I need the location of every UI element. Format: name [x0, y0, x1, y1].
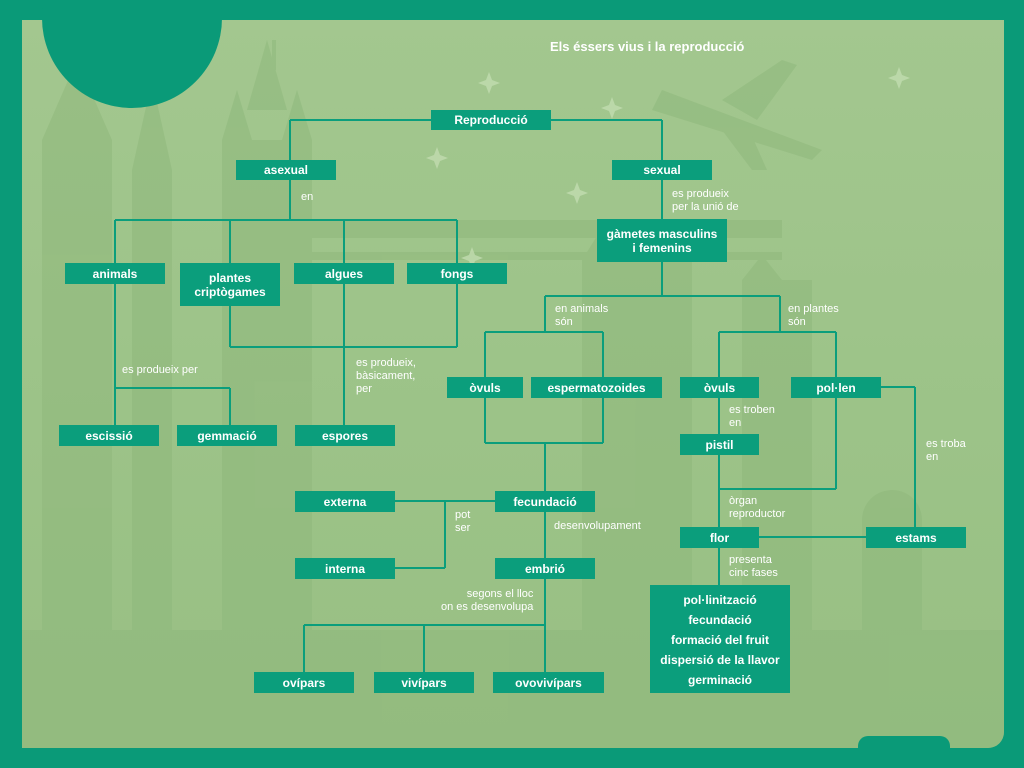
- label-en-plantes-son: en plantes són: [788, 303, 839, 328]
- node-flor: flor: [680, 527, 759, 548]
- node-asexual: asexual: [236, 160, 336, 180]
- label-desenvolupament: desenvolupament: [554, 520, 641, 532]
- node-pollen: pol·len: [791, 377, 881, 398]
- bottom-tab: [858, 736, 950, 766]
- node-pistil: pistil: [680, 434, 759, 455]
- node-gemmacio: gemmació: [177, 425, 277, 446]
- node-reproduccio: Reproducció: [431, 110, 551, 130]
- label-es-produeix-unio: es produeix per la unió de: [672, 188, 739, 213]
- node-gametes: gàmetes masculins i femenins: [597, 219, 727, 262]
- node-ovuls-animals: òvuls: [447, 377, 523, 398]
- node-algues: algues: [294, 263, 394, 284]
- node-escissio: escissió: [59, 425, 159, 446]
- label-en-animals-son: en animals són: [555, 303, 609, 328]
- node-ovipars: ovípars: [254, 672, 354, 693]
- phase-item: formació del fruit: [670, 633, 769, 647]
- node-animals: animals: [65, 263, 165, 284]
- connector-lines: [114, 119, 916, 672]
- phase-item: pol·linització: [683, 593, 757, 607]
- label-presenta-cinc-fases: presenta cinc fases: [729, 554, 778, 579]
- phase-item: dispersió de la llavor: [660, 653, 780, 667]
- node-externa: externa: [295, 491, 395, 512]
- label-es-produeix-per: es produeix per: [122, 364, 198, 376]
- label-es-produeix-basicament: es produeix, bàsicament, per: [356, 357, 416, 395]
- node-sexual: sexual: [612, 160, 712, 180]
- phases-box: pol·linització fecundació formació del f…: [650, 585, 790, 693]
- label-segons-el-lloc: segons el lloc on es desenvolupa: [441, 588, 534, 613]
- node-estams: estams: [866, 527, 966, 548]
- page-title: Els éssers vius i la reproducció: [550, 39, 745, 54]
- label-es-troba-en: es troba en: [926, 438, 966, 463]
- label-en: en: [301, 191, 314, 203]
- node-ovovivipars: ovovivípars: [493, 672, 604, 693]
- phase-item: fecundació: [688, 613, 752, 627]
- node-fongs: fongs: [407, 263, 507, 284]
- label-organ-reproductor: òrgan reproductor: [729, 495, 786, 520]
- node-plantes-criptogames: plantes criptògames: [180, 263, 280, 306]
- node-espores: espores: [295, 425, 395, 446]
- node-interna: interna: [295, 558, 395, 579]
- node-ovuls-plantes: òvuls: [680, 377, 759, 398]
- label-es-troben-en: es troben en: [729, 404, 775, 429]
- label-pot-ser: pot ser: [455, 509, 471, 534]
- phase-item: germinació: [687, 673, 753, 687]
- node-espermatozoides: espermatozoides: [531, 377, 662, 398]
- node-embrio: embrió: [495, 558, 595, 579]
- node-vivipars: vivípars: [374, 672, 474, 693]
- node-fecundacio: fecundació: [495, 491, 595, 512]
